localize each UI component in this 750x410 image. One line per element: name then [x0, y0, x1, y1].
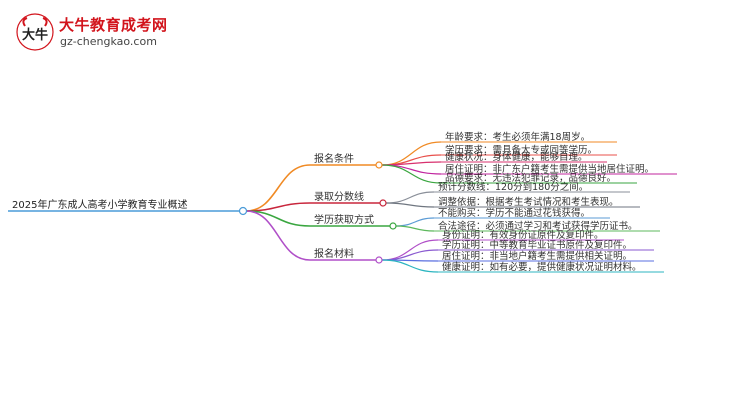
logo-title: 大牛教育成考网 [59, 16, 168, 34]
branch-link [245, 210, 311, 261]
leaf-link [381, 249, 439, 261]
branch-label: 报名条件 [314, 152, 354, 165]
branch-link [245, 164, 311, 212]
leaf-label: 合法途径：必须通过学习和考试获得学历证书。 [438, 220, 638, 232]
leaf-label: 不能购买：学历不能通过花钱获得。 [438, 207, 590, 219]
logo-url: gz-chengkao.com [60, 35, 157, 48]
leaf-link [385, 202, 435, 208]
branch-connector-dot [375, 256, 383, 264]
mindmap-nodes: 2025年广东成人高考小学教育专业概述报名条件年龄要求：考生必须年满18周岁。学… [12, 131, 654, 273]
branch-label: 报名材料 [314, 247, 354, 260]
leaf-link [395, 217, 435, 227]
logo-mark-text: 大牛 [22, 27, 48, 43]
leaf-label: 预计分数线：120分到180分之间。 [438, 181, 588, 193]
leaf-label: 品德要求：无违法犯罪记录，品德良好。 [445, 172, 616, 184]
leaf-label: 调整依据：根据考生考试情况和考生表现。 [438, 196, 619, 208]
leaf-label: 健康状况：身体健康，能够自理。 [445, 151, 588, 163]
mindmap-links [8, 141, 677, 273]
branch-connector-dot [389, 222, 397, 230]
branch-label: 学历获取方式 [314, 213, 374, 226]
root-connector-dot [238, 206, 248, 216]
leaf-label: 学历要求：需具备大专或同等学历。 [445, 144, 597, 156]
leaf-link [381, 161, 442, 166]
bull-logo-icon: 大牛 [16, 13, 54, 51]
leaf-label: 年龄要求：考生必须年满18周岁。 [445, 131, 590, 143]
branch-connector-dot [375, 161, 383, 169]
leaf-label: 居住证明：非广东户籍考生需提供当地居住证明。 [445, 163, 654, 175]
branch-connector-dot [379, 199, 387, 207]
leaf-label: 身份证明：有效身份证原件及复印件。 [442, 229, 604, 241]
root-label: 2025年广东成人高考小学教育专业概述 [12, 198, 187, 211]
leaf-link [381, 164, 442, 175]
leaf-link [395, 225, 435, 232]
leaf-label: 健康证明：如有必要，提供健康状况证明材料。 [442, 261, 642, 273]
leaf-link [381, 259, 439, 273]
leaf-link [381, 164, 442, 184]
site-logo[interactable]: 大牛 大牛教育成考网 gz-chengkao.com [15, 12, 168, 52]
leaf-link [385, 191, 435, 204]
branch-label: 录取分数线 [314, 190, 364, 203]
leaf-label: 学历证明：中等教育毕业证书原件及复印件。 [442, 239, 632, 251]
leaf-label: 居住证明：非当地户籍考生需提供相关证明。 [442, 250, 632, 262]
